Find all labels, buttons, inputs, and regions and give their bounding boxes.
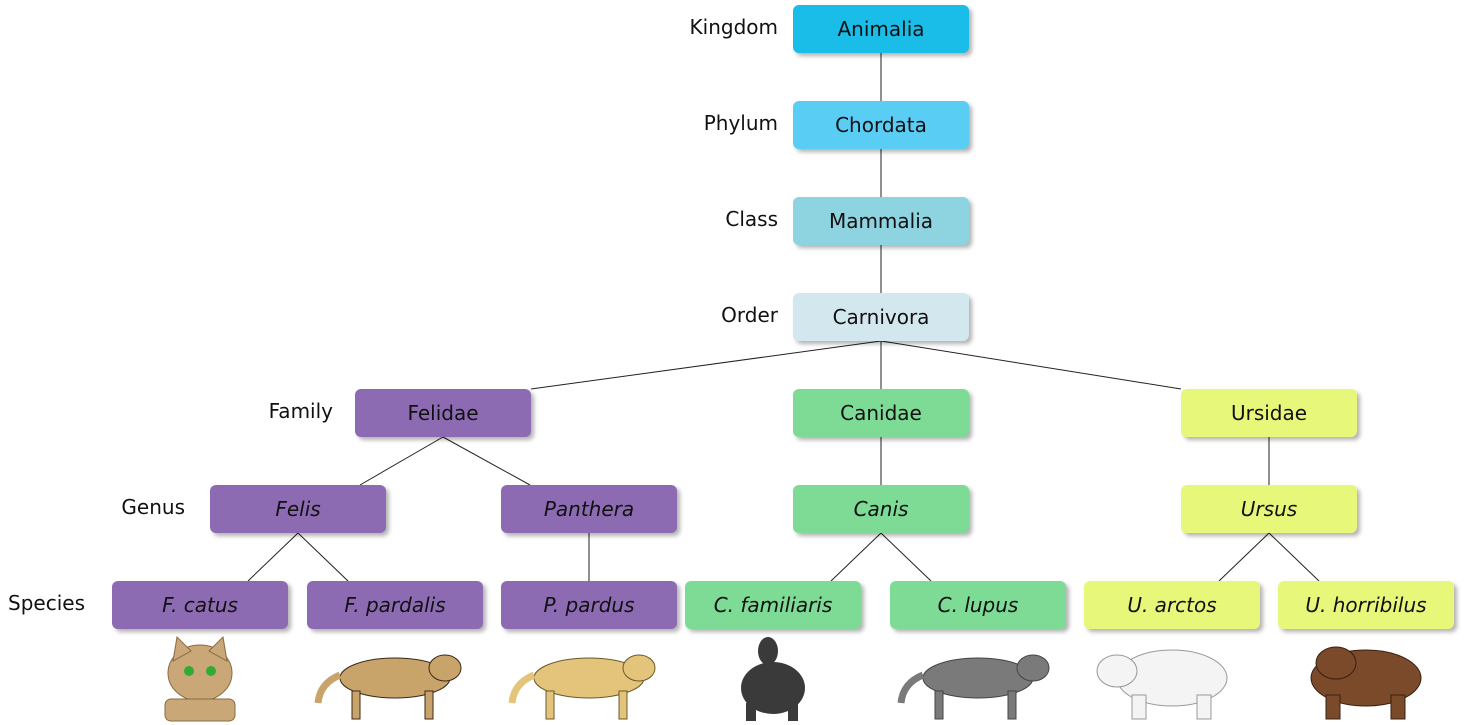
- edge-felis-fcatus: [247, 532, 299, 582]
- node-clupus: C. lupus: [890, 581, 1066, 629]
- node-chordata: Chordata: [793, 101, 969, 149]
- node-uarctos: U. arctos: [1084, 581, 1260, 629]
- node-felidae: Felidae: [355, 389, 531, 437]
- node-fpardalis: F. pardalis: [307, 581, 483, 629]
- edge-ursus-uhorribilus: [1268, 532, 1320, 582]
- edge-carnivora-felidae: [530, 340, 882, 390]
- rank-label-genus: Genus: [121, 495, 185, 519]
- cat-image: [164, 635, 236, 722]
- rank-label-kingdom: Kingdom: [689, 15, 778, 39]
- edge-felis-fpardalis: [297, 532, 349, 582]
- node-ppardus: P. pardus: [501, 581, 677, 629]
- dog-image: [741, 637, 805, 721]
- edge-felidae-felis: [359, 436, 444, 486]
- polar-bear-image: [1096, 649, 1228, 720]
- edge-carnivora-ursidae: [880, 340, 1182, 390]
- node-cfamiliaris: C. familiaris: [685, 581, 861, 629]
- leopard-image: [508, 654, 656, 720]
- brown-bear-image: [1310, 646, 1422, 720]
- node-fcatus: F. catus: [112, 581, 288, 629]
- ocelot-image: [314, 654, 462, 720]
- rank-label-phylum: Phylum: [703, 111, 778, 135]
- edge-canis-clupus: [880, 532, 932, 582]
- node-ursus: Ursus: [1181, 485, 1357, 533]
- node-ursidae: Ursidae: [1181, 389, 1357, 437]
- edge-ursus-uarctos: [1218, 532, 1270, 582]
- node-panthera: Panthera: [501, 485, 677, 533]
- rank-label-order: Order: [721, 303, 778, 327]
- edge-felidae-panthera: [442, 436, 531, 486]
- rank-label-class: Class: [725, 207, 778, 231]
- node-canis: Canis: [793, 485, 969, 533]
- node-mammalia: Mammalia: [793, 197, 969, 245]
- node-uhorribilus: U. horribilus: [1278, 581, 1454, 629]
- node-carnivora: Carnivora: [793, 293, 969, 341]
- node-animalia: Animalia: [793, 5, 969, 53]
- node-felis: Felis: [210, 485, 386, 533]
- node-canidae: Canidae: [793, 389, 969, 437]
- edge-canis-cfamiliaris: [830, 532, 882, 582]
- rank-label-family: Family: [268, 399, 333, 423]
- rank-label-species: Species: [8, 591, 85, 615]
- wolf-image: [897, 654, 1050, 720]
